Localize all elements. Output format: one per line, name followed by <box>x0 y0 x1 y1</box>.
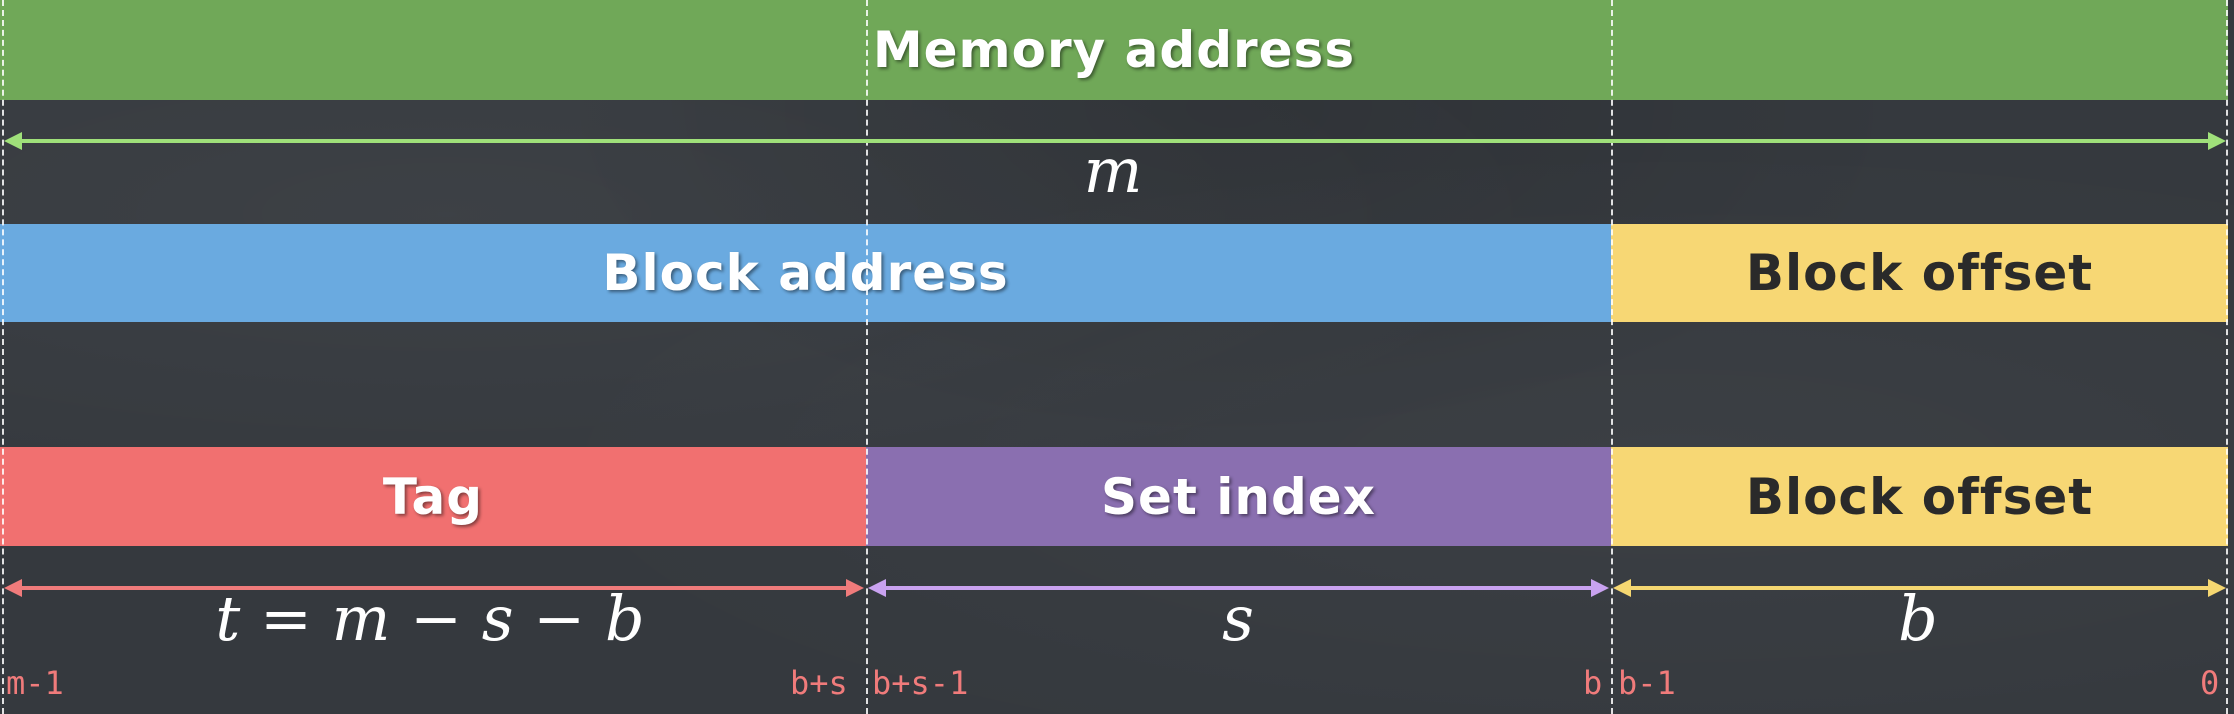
arrow-b <box>1613 579 2226 597</box>
block-offset-label-top: Block offset <box>1745 244 2094 302</box>
arrow-m <box>4 132 2226 150</box>
bit-label-tag-high: m-1 <box>6 664 64 702</box>
boundary-line-right <box>2226 0 2228 714</box>
width-label-m: m <box>1083 134 1143 207</box>
width-label-t: t = m − s − b <box>215 582 645 655</box>
memory-address-label: Memory address <box>872 21 1356 79</box>
bit-label-set-low: b <box>1583 664 1603 702</box>
block-offset-bar-top: Block offset <box>1611 224 2228 322</box>
width-label-b: b <box>1898 582 1938 655</box>
boundary-line-left <box>2 0 4 714</box>
set-index-bar: Set index <box>866 447 1611 546</box>
block-offset-bar-bottom: Block offset <box>1611 447 2228 546</box>
boundary-line-set-offset <box>1611 0 1613 714</box>
arrow-s <box>868 579 1609 597</box>
set-index-label: Set index <box>1101 467 1376 526</box>
bit-label-set-high: b+s-1 <box>872 664 969 702</box>
block-offset-label-bottom: Block offset <box>1745 467 2094 526</box>
tag-label: Tag <box>382 467 484 526</box>
memory-address-bar: Memory address <box>0 0 2228 100</box>
width-label-s: s <box>1222 582 1254 655</box>
bit-label-tag-low: b+s <box>790 664 848 702</box>
bit-label-offset-low: 0 <box>2200 664 2220 702</box>
block-address-bar: Block address <box>0 224 1611 322</box>
bit-label-offset-high: b-1 <box>1618 664 1676 702</box>
tag-bar: Tag <box>0 447 866 546</box>
arrow-t <box>4 579 864 597</box>
block-address-label: Block address <box>602 244 1009 302</box>
boundary-line-tag-set <box>866 0 868 714</box>
